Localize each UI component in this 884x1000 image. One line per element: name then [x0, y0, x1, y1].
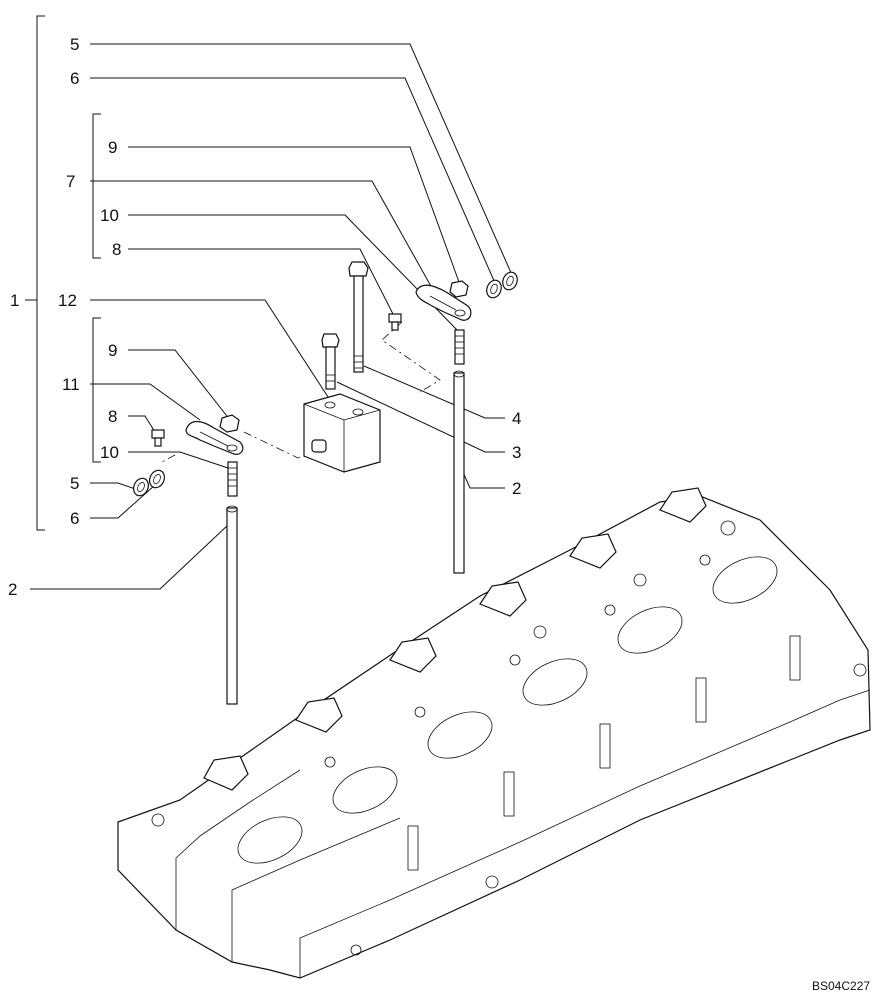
push-rod-right: [453, 370, 465, 574]
callout-8-top: 8: [112, 240, 121, 259]
group-bracket-1: [25, 15, 45, 531]
callout-3: 3: [512, 443, 521, 462]
callout-5-left: 5: [70, 474, 79, 493]
callout-9-top: 9: [108, 138, 117, 157]
cylinder-head: [117, 487, 871, 979]
washer-left-5: [133, 477, 149, 497]
callout-12: 12: [58, 291, 77, 310]
callout-5-top: 5: [70, 35, 79, 54]
group-bracket-7: [92, 113, 101, 259]
callout-4: 4: [512, 409, 521, 428]
drawing-code: BS04C227: [812, 979, 870, 993]
rocker-arm-right: [415, 284, 472, 321]
small-bolt-left-8: [151, 429, 165, 447]
callout-10-top: 10: [100, 206, 119, 225]
callout-2-right: 2: [512, 479, 521, 498]
small-bolt-right-8: [388, 313, 402, 331]
callout-7: 7: [66, 172, 75, 191]
washer-right-6: [486, 279, 502, 299]
callout-6-left: 6: [70, 509, 79, 528]
washer-right-5: [502, 271, 518, 291]
bolt-3: [321, 333, 340, 390]
callout-1: 1: [10, 291, 19, 310]
callout-11: 11: [62, 375, 80, 394]
callout-8-left: 8: [108, 407, 117, 426]
adjuster-screw-left: [227, 461, 238, 497]
long-bolt-4: [348, 261, 369, 373]
support-block-12: [303, 393, 381, 473]
callout-9-left: 9: [108, 341, 117, 360]
leader-lines: [30, 43, 513, 590]
rocker-arm-left: [185, 420, 244, 455]
adjuster-screw-right: [454, 329, 465, 365]
rocker-arm-right-nut: [449, 280, 469, 298]
group-bracket-11: [92, 317, 101, 463]
callout-10-left: 10: [100, 443, 119, 462]
washer-left-6: [149, 469, 165, 489]
rocker-arm-left-nut: [219, 414, 240, 433]
callout-6-top: 6: [70, 69, 79, 88]
callout-2-left: 2: [8, 580, 17, 599]
push-rod-left: [226, 505, 238, 705]
